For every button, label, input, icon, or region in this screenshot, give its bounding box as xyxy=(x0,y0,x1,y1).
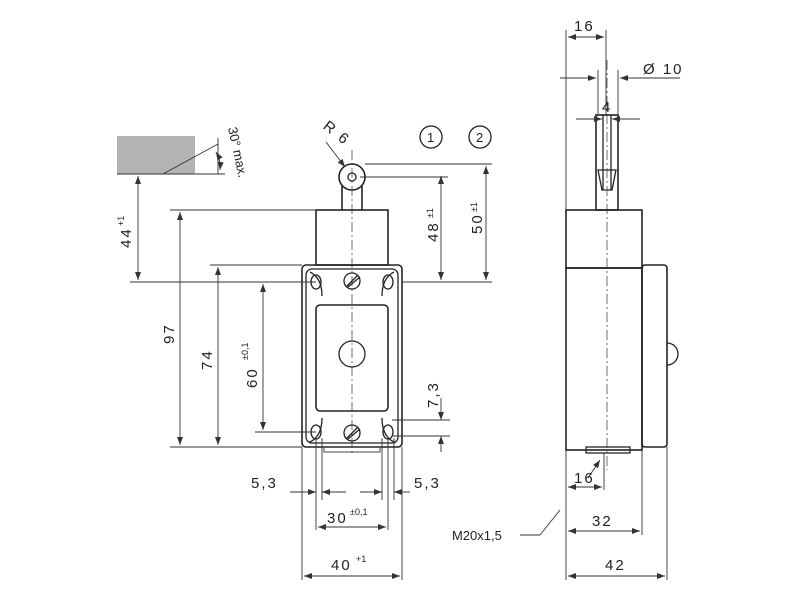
label-5-3-right: 5,3 xyxy=(414,475,441,492)
label-16-top: 16 xyxy=(574,18,595,35)
lever-arm xyxy=(341,186,363,210)
label-50-tol: ±1 xyxy=(469,202,479,212)
label-5-3-left: 5,3 xyxy=(251,475,278,492)
label-44-tol: +1 xyxy=(116,216,126,226)
callout-2 xyxy=(468,125,492,149)
label-thread: M20x1,5 xyxy=(452,528,502,543)
label-97: 97 xyxy=(161,323,178,344)
ramp-line xyxy=(162,143,219,175)
bottom-screw xyxy=(343,424,361,442)
label-callout-2: 2 xyxy=(476,130,483,145)
body-side xyxy=(565,267,643,451)
top-screw xyxy=(343,272,361,290)
label-30-tol: ±0,1 xyxy=(350,507,367,517)
label-40: 40 xyxy=(331,557,352,574)
label-4: 4 xyxy=(602,99,612,116)
label-r6: R 6 xyxy=(320,118,354,149)
label-callout-1: 1 xyxy=(427,130,434,145)
front-view xyxy=(117,125,492,580)
label-30: 30 xyxy=(327,510,348,527)
label-32: 32 xyxy=(592,513,613,530)
label-16-bottom: 16 xyxy=(574,470,595,487)
cable-gland xyxy=(585,446,631,454)
center-boss xyxy=(338,340,366,368)
actuator-cam-block xyxy=(117,136,195,174)
head-side xyxy=(565,209,643,269)
label-48: 48 xyxy=(425,221,442,242)
cover-side xyxy=(641,264,668,448)
label-60-tol: ±0,1 xyxy=(240,343,250,360)
label-42: 42 xyxy=(605,557,626,574)
label-40-tol: +1 xyxy=(356,554,366,564)
cover-plate xyxy=(315,304,389,412)
side-boss xyxy=(666,342,679,366)
side-view xyxy=(520,30,680,580)
label-44: 44 xyxy=(118,227,135,248)
label-50: 50 xyxy=(469,213,486,234)
label-7-3: 7,3 xyxy=(425,381,442,408)
cable-entry-stub xyxy=(323,446,381,453)
label-angle: 30° max. xyxy=(225,126,250,179)
label-60: 60 xyxy=(244,367,261,388)
label-74: 74 xyxy=(199,349,216,370)
mount-hole-tr xyxy=(382,274,394,290)
callout-1 xyxy=(419,125,443,149)
label-48-tol: ±1 xyxy=(425,208,435,218)
label-d10: Ø 10 xyxy=(643,61,684,78)
